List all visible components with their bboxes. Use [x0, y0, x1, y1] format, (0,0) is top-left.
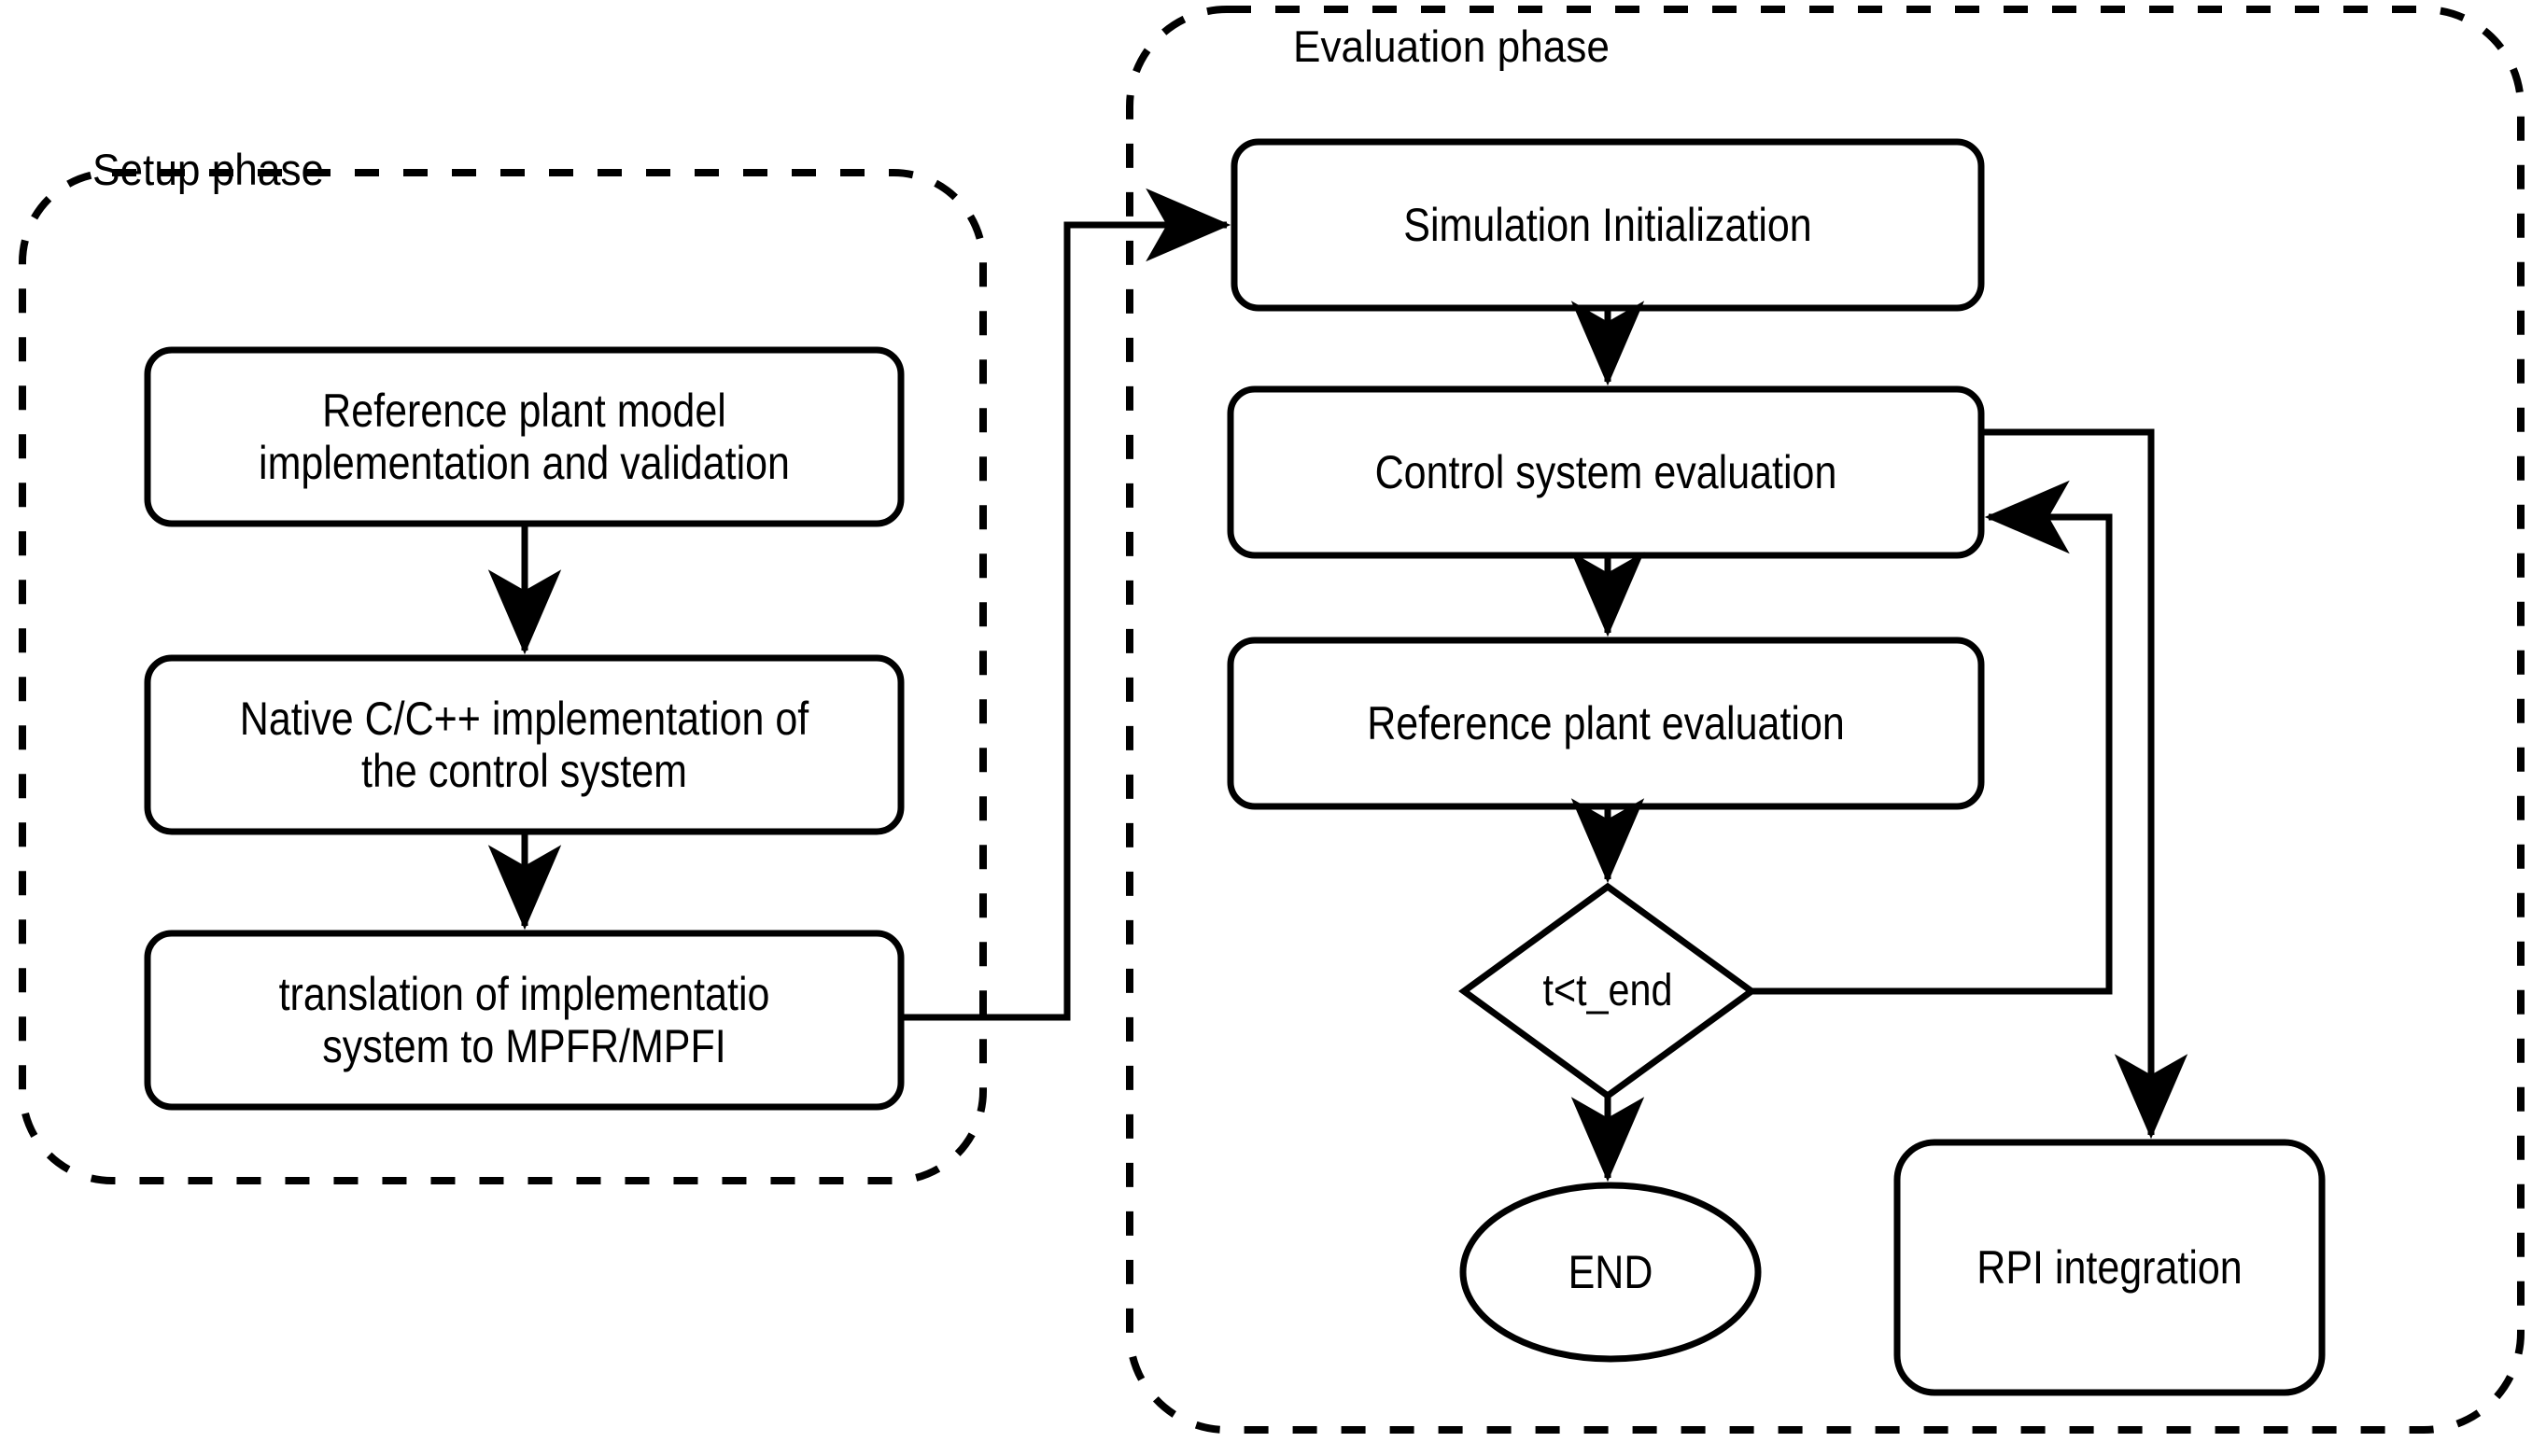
node-native-implementation[interactable] [144, 654, 905, 835]
node-control-system-evaluation[interactable] [1227, 385, 1985, 559]
edge-translation-to-simulation-init [901, 188, 1231, 1021]
node-decision-t-less-than-t-end[interactable] [1458, 882, 1757, 1100]
node-end-terminator[interactable] [1459, 1182, 1762, 1363]
edge-decision-loopback-to-control-eval [1751, 480, 2113, 995]
node-simulation-initialization[interactable] [1231, 138, 1985, 312]
edge-control-eval-to-rpi-integration [1981, 428, 2188, 1140]
node-rpi-integration[interactable] [1893, 1139, 2326, 1396]
setup-phase-title: Setup phase [92, 145, 325, 194]
node-reference-plant-evaluation[interactable] [1227, 637, 1985, 810]
evaluation-phase-container [1126, 6, 2525, 1434]
evaluation-phase-title: Evaluation phase [1293, 21, 1610, 71]
node-reference-plant-model[interactable] [144, 346, 905, 527]
node-translation-mpfr-mpfi[interactable] [144, 930, 905, 1111]
setup-phase-container [19, 169, 987, 1184]
